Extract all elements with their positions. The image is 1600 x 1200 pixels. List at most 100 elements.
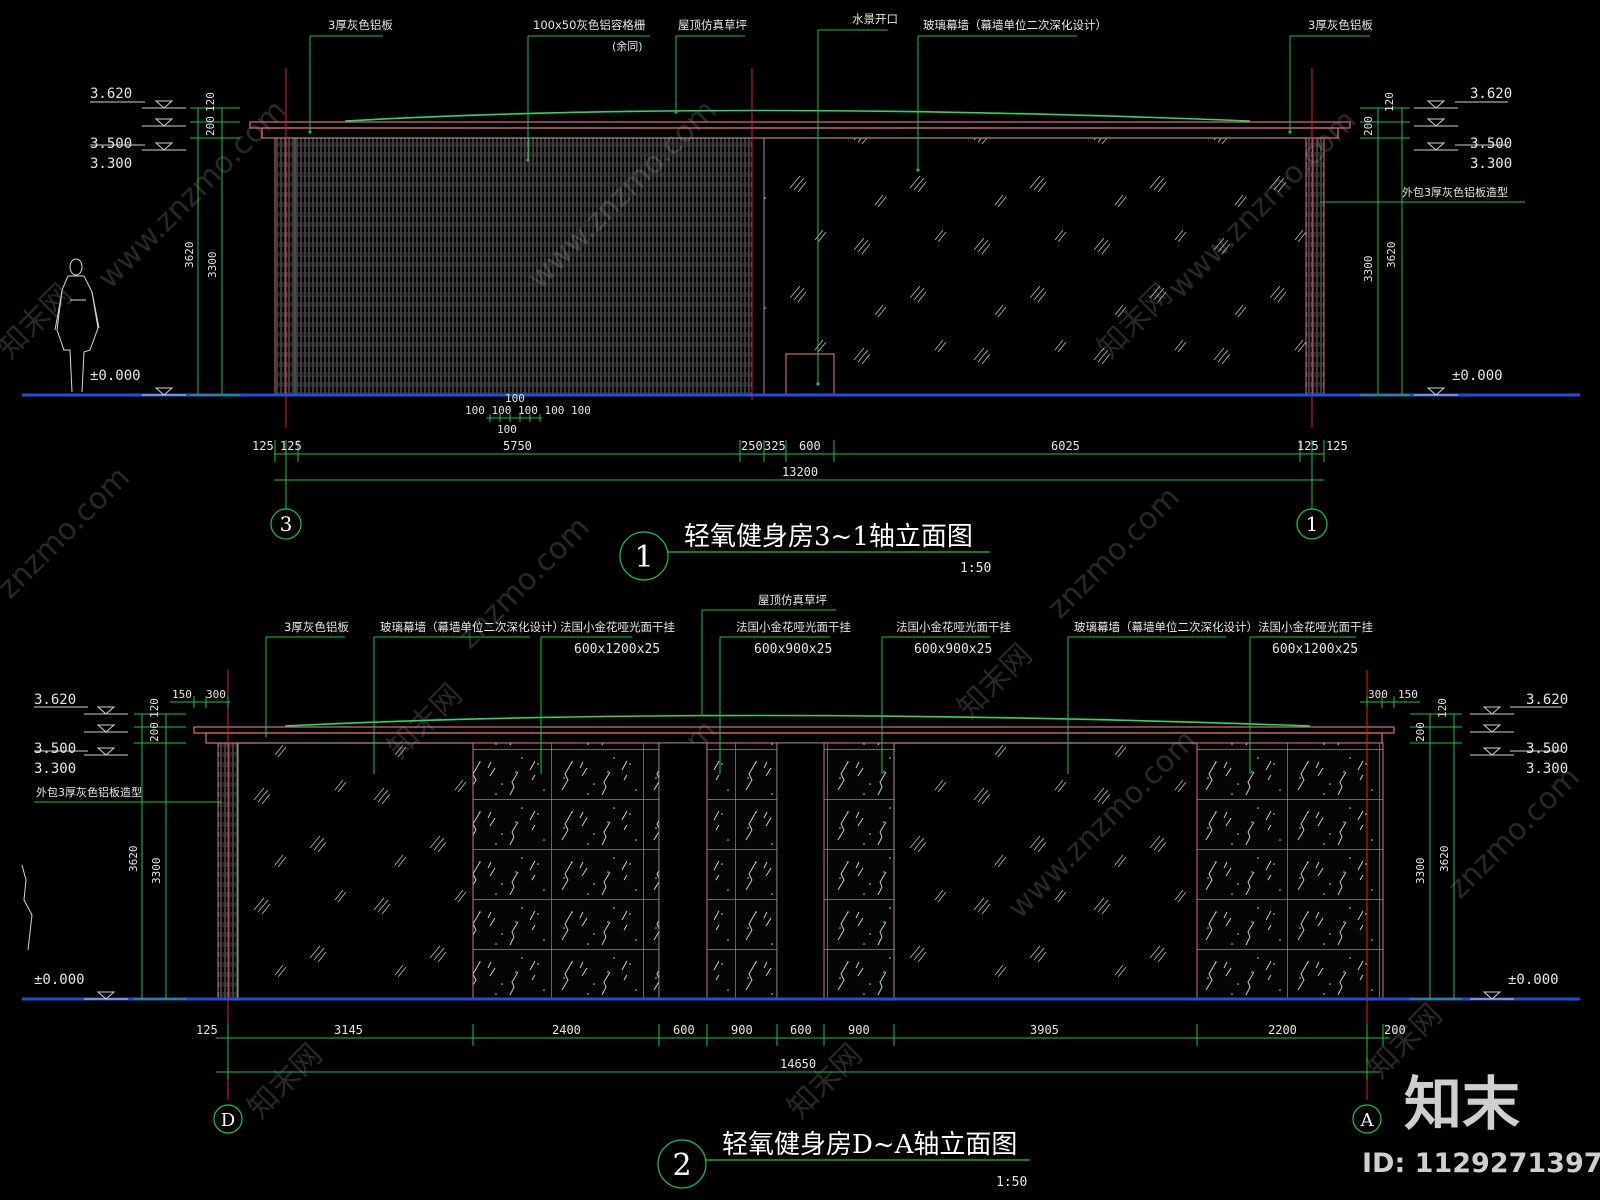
leader-alu-left: [309, 35, 383, 132]
axis-bubble-label: A: [1360, 1110, 1375, 1131]
level-3500-right: 3.500: [1470, 136, 1512, 152]
level-3300-left: 3.300: [90, 156, 132, 172]
level-3620-right: 3.620: [1470, 86, 1512, 102]
label-stone-4: 法国小金花哑光面干挂: [1258, 620, 1373, 634]
stone-panel-1: [472, 742, 660, 1000]
leader-alu-right: [1289, 35, 1370, 132]
level-3500-left: 3.500: [90, 136, 132, 152]
watermark-url: znzmo.com: [0, 460, 137, 606]
dim-h-600b: 600: [790, 1023, 812, 1037]
leader-glass-2: [1067, 636, 1226, 774]
dim-120-right: 120: [1383, 92, 1396, 112]
watermark-text: 知末网: [0, 277, 79, 365]
label-roof-grass: 屋顶仿真草坪: [678, 18, 747, 32]
watermark-text: 知末网: [781, 1037, 869, 1125]
dim-h-600a: 600: [673, 1023, 695, 1037]
brand-logo: 知末: [1404, 1070, 1520, 1138]
level-3300-right: 3.300: [1526, 761, 1568, 777]
stone-panel-4: [1196, 742, 1384, 1000]
drawing-number: 2: [672, 1148, 691, 1183]
column-right: [1305, 137, 1325, 395]
dim-total-13200: 13200: [782, 465, 818, 479]
grille-dim-bottom: 100: [497, 423, 517, 436]
roof-grass-line: [284, 714, 1311, 727]
dim-h-3145: 3145: [334, 1023, 363, 1037]
human-scale-figure: [21, 864, 33, 951]
stone-panel-3: [823, 742, 895, 1000]
label-stone-2-size: 600x900x25: [754, 642, 832, 657]
label-stone-1: 法国小金花哑光面干挂: [560, 620, 675, 634]
level-3300-right: 3.300: [1470, 156, 1512, 172]
leader-stone-2: [719, 636, 830, 774]
dim-150-left: 150: [172, 688, 192, 701]
dim-200-left: 200: [148, 722, 161, 742]
leader-stone-3: [881, 636, 990, 774]
dim-120-left: 120: [148, 698, 161, 718]
axis-bubble-label: 1: [1306, 512, 1319, 536]
dim-3300-right: 3300: [1414, 858, 1427, 885]
dim-h-125a: 125: [252, 439, 274, 453]
label-stone-2: 法国小金花哑光面干挂: [736, 620, 851, 634]
mullion-post: [751, 137, 765, 395]
drawing-title: 轻氧健身房3~1轴立面图: [684, 522, 973, 552]
level-ground-right: ±0.000: [1452, 368, 1503, 384]
label-alu-left: 3厚灰色铝板: [284, 620, 349, 634]
drawing-number: 1: [634, 540, 653, 575]
label-stone-3-size: 600x900x25: [914, 642, 992, 657]
dim-h-325: 325: [764, 439, 786, 453]
leader-glass-1: [373, 636, 530, 774]
label-wrap-alu: 外包3厚灰色铝板造型: [1402, 185, 1508, 199]
level-3500-right: 3.500: [1526, 741, 1568, 757]
gap-panel-1: [658, 742, 708, 1000]
dim-3620-left: 3620: [127, 846, 140, 873]
column-left: [274, 137, 296, 395]
dim-120-left: 120: [204, 92, 217, 112]
dim-150-right: 150: [1398, 688, 1418, 701]
drawing-scale: 1:50: [960, 561, 991, 576]
leader-stone-1: [540, 636, 632, 774]
brand-overlay: 知末 ID: 1129271397: [1362, 1070, 1600, 1179]
roof-grass-line: [344, 109, 1251, 122]
axis-bubble-A: A: [1352, 1104, 1382, 1134]
level-3620-left: 3.620: [34, 692, 76, 708]
label-alu-left: 3厚灰色铝板: [328, 18, 393, 32]
drawing-title: 轻氧健身房D~A轴立面图: [722, 1130, 1017, 1160]
label-glass-2: 玻璃幕墙（幕墙单位二次深化设计）: [1074, 620, 1258, 634]
dim-h-900a: 900: [731, 1023, 753, 1037]
leader-glass: [917, 35, 1077, 170]
title-block-2: 2 轻氧健身房D~A轴立面图 1:50: [657, 1130, 1030, 1190]
dim-200-left: 200: [204, 116, 217, 136]
watermark-url: znzmo.com: [1041, 480, 1187, 626]
dim-h-600: 600: [799, 439, 821, 453]
dim-3620-right: 3620: [1385, 242, 1398, 269]
dim-3300-left: 3300: [150, 858, 163, 885]
glass-panel-1: [237, 742, 474, 1000]
gap-panel-2: [776, 742, 825, 1000]
leader-water: [817, 29, 888, 384]
dim-200-right: 200: [1362, 116, 1375, 136]
human-scale-figure: [54, 258, 100, 393]
level-ground-left: ±0.000: [34, 972, 85, 988]
axis-bubble-3: 3: [270, 488, 302, 540]
level-3620-left: 3.620: [90, 86, 132, 102]
elevation-2: 3厚灰色铝板 玻璃幕墙（幕墙单位二次深化设计） 法国小金花哑光面干挂 600x1…: [21, 593, 1580, 1190]
level-ground-left: ±0.000: [90, 368, 141, 384]
dim-3300-right: 3300: [1362, 256, 1375, 283]
roof-slab-top: [249, 121, 1351, 129]
grille-dim-top: 100: [505, 392, 525, 405]
grille-dim-row: 100 100 100 100 100: [465, 404, 591, 417]
axis-bubble-label: D: [221, 1110, 235, 1131]
leader-stone-4: [1249, 636, 1356, 774]
stone-panel-2: [706, 742, 778, 1000]
dim-3620-right: 3620: [1438, 846, 1451, 873]
dim-300-right: 300: [1368, 688, 1388, 701]
label-water-opening: 水景开口: [852, 12, 898, 26]
dim-120-right: 120: [1436, 698, 1449, 718]
label-glass-1: 玻璃幕墙（幕墙单位二次深化设计）: [380, 620, 564, 634]
leader-grille: [527, 35, 650, 160]
dim-h-125c: 125: [1297, 439, 1319, 453]
title-block-1: 1 轻氧健身房3~1轴立面图 1:50: [619, 522, 991, 581]
level-3300-left: 3.300: [34, 761, 76, 777]
brand-id: ID: 1129271397: [1362, 1148, 1600, 1179]
